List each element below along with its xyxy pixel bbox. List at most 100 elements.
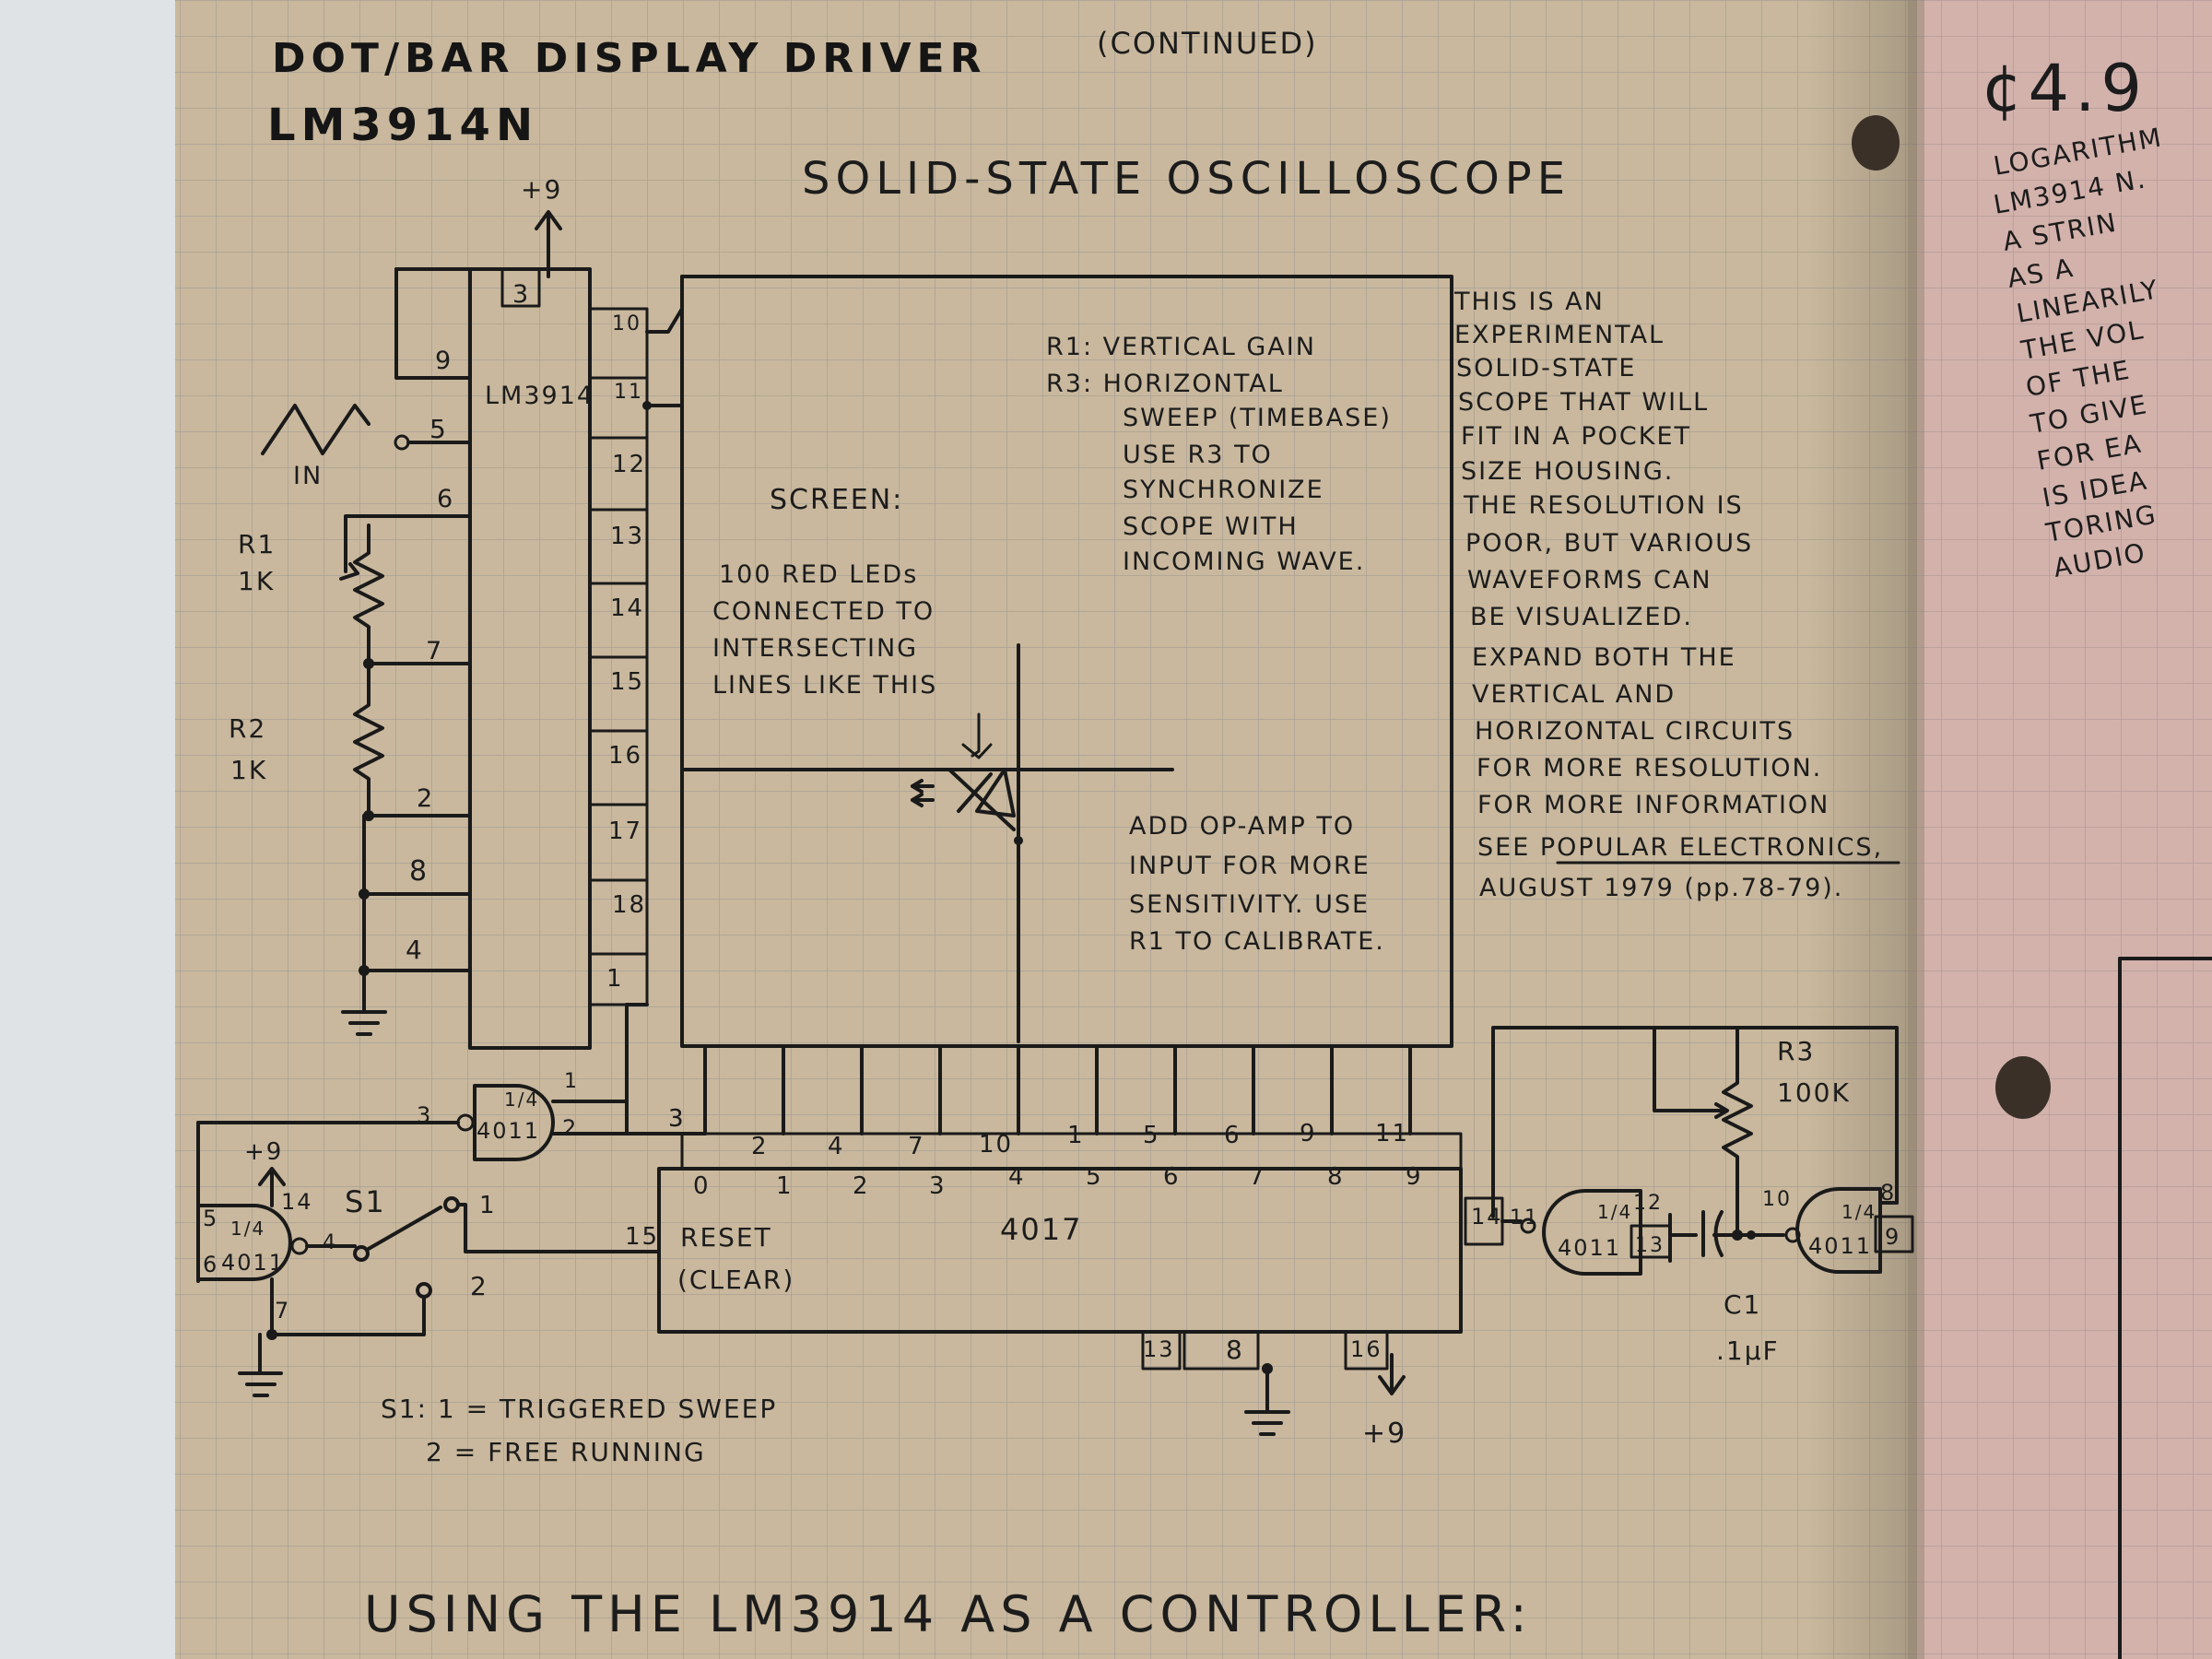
switch-pos2: 2 xyxy=(470,1271,488,1301)
counter-pin-6: 6 xyxy=(1224,1122,1241,1149)
counter-label: 4017 xyxy=(1000,1212,1082,1247)
opamp-note-2: INPUT FOR MORE xyxy=(1129,852,1371,880)
gate-top-chip: 4011 xyxy=(477,1118,540,1144)
lm3914-pin-15: 15 xyxy=(610,668,644,696)
lm3914-pin-16: 16 xyxy=(608,742,642,770)
lm3914-pin-1: 1 xyxy=(606,965,624,993)
r3-name: R3 xyxy=(1777,1036,1815,1066)
desc-line-9: WAVEFORMS CAN xyxy=(1467,566,1712,594)
counter-reset-label: RESET xyxy=(680,1222,772,1253)
screen-box xyxy=(680,275,1453,1048)
desc-line-5: FIT IN A POCKET xyxy=(1461,422,1691,451)
gate-top-pin-1: 1 xyxy=(564,1070,579,1093)
lm3914-pin-8: 8 xyxy=(409,855,429,888)
lm3914-pin-3: 3 xyxy=(512,280,530,309)
gate-top-pin-3b: 3 xyxy=(668,1105,686,1133)
osc-b-pin-8: 8 xyxy=(1880,1180,1896,1206)
osc-gate-b-4011 xyxy=(1795,1187,1882,1274)
gate-trigger-pin-5: 5 xyxy=(203,1206,218,1231)
gate-trigger-pin-4: 4 xyxy=(323,1231,337,1254)
controls-note-1: R1: VERTICAL GAIN xyxy=(1046,333,1316,361)
switch-pos1: 1 xyxy=(479,1192,497,1219)
lm3914-pin-18: 18 xyxy=(612,891,646,919)
controls-note-5: SYNCHRONIZE xyxy=(1123,476,1324,504)
controls-note-7: INCOMING WAVE. xyxy=(1123,547,1365,576)
osc-a-fraction: 1/4 xyxy=(1597,1201,1632,1223)
counter-clear-label: (CLEAR) xyxy=(677,1265,794,1295)
desc-line-2: EXPERIMENTAL xyxy=(1454,321,1665,349)
right-page-line-1: ¢4.9 xyxy=(1982,51,2147,126)
counter-outputs: 0 1 2 3 4 5 6 7 8 9 xyxy=(693,1163,1423,1200)
counter-pin-9: 9 xyxy=(1300,1120,1317,1147)
osc-b-fraction: 1/4 xyxy=(1841,1201,1877,1223)
counter-pin-4: 4 xyxy=(828,1133,845,1160)
switch-legend-1: S1: 1 = TRIGGERED SWEEP xyxy=(381,1394,777,1424)
binder-hole-top xyxy=(1852,115,1900,171)
supply-top-label: +9 xyxy=(521,174,562,205)
r2-value: 1K xyxy=(230,755,267,785)
opamp-note-1: ADD OP-AMP TO xyxy=(1129,812,1355,841)
next-section-heading: USING THE LM3914 AS A CONTROLLER: xyxy=(364,1585,1533,1643)
desc-line-12: VERTICAL AND xyxy=(1472,680,1676,709)
description-block: THIS IS AN EXPERIMENTAL SOLID-STATE SCOP… xyxy=(1453,288,1900,902)
desc-line-13: HORIZONTAL CIRCUITS xyxy=(1475,717,1794,746)
lm3914-pin-5: 5 xyxy=(429,414,448,444)
lm3914-pin-10: 10 xyxy=(612,312,641,335)
desc-line-1: THIS IS AN xyxy=(1453,288,1605,316)
ground-symbol-counter xyxy=(1244,1367,1290,1436)
diagram-title: SOLID-STATE OSCILLOSCOPE xyxy=(802,153,1571,205)
osc-a-pin-13: 13 xyxy=(1635,1234,1665,1257)
gate-trigger-chip: 4011 xyxy=(221,1250,285,1276)
desc-line-10: BE VISUALIZED. xyxy=(1470,603,1693,631)
lm3914-label: LM3914 xyxy=(485,382,594,410)
osc-b-pin-9: 9 xyxy=(1885,1224,1900,1250)
controls-note-6: SCOPE WITH xyxy=(1123,512,1299,541)
desc-line-6: SIZE HOUSING. xyxy=(1461,457,1674,486)
led-note-2: CONNECTED TO xyxy=(712,597,935,626)
lm3914-pin-2: 2 xyxy=(417,784,434,813)
counter-pin-1: 1 xyxy=(1067,1122,1085,1149)
counter-pin-7: 7 xyxy=(908,1133,925,1160)
switch-s1 xyxy=(305,1196,661,1299)
osc-a-chip: 4011 xyxy=(1558,1235,1621,1261)
counter-out-9: 9 xyxy=(1406,1163,1423,1191)
osc-a-pin-11: 11 xyxy=(1510,1206,1539,1230)
opamp-note-4: R1 TO CALIBRATE. xyxy=(1129,927,1385,956)
counter-out-8: 8 xyxy=(1327,1163,1345,1191)
opamp-note-3: SENSITIVITY. USE xyxy=(1129,890,1370,919)
lm3914-pin-6: 6 xyxy=(437,485,454,513)
desc-line-11: EXPAND BOTH THE xyxy=(1472,643,1736,672)
r1-value: 1K xyxy=(238,566,275,596)
counter-pin-5: 5 xyxy=(1143,1122,1160,1149)
c1-name: C1 xyxy=(1724,1289,1761,1320)
lm3914-pin-4: 4 xyxy=(406,935,424,965)
counter-reset-pin: 15 xyxy=(625,1223,659,1251)
trigger-supply-label: +9 xyxy=(244,1138,283,1166)
screen-label: SCREEN: xyxy=(770,484,903,516)
r2-name: R2 xyxy=(229,713,266,744)
counter-pin-11: 11 xyxy=(1375,1120,1409,1147)
lm3914-right-pins: 10 11 12 13 14 15 16 17 18 1 xyxy=(606,312,646,993)
switch-legend-2: 2 = FREE RUNNING xyxy=(426,1437,706,1467)
lm3914-pin-12: 12 xyxy=(612,451,646,478)
counter-out-0: 0 xyxy=(693,1172,711,1200)
led-icon xyxy=(911,768,1016,831)
osc-b-pin-10: 10 xyxy=(1762,1188,1792,1211)
counter-out-1: 1 xyxy=(776,1172,794,1200)
desc-line-4: SCOPE THAT WILL xyxy=(1458,388,1709,417)
gate-top-pin-2: 2 xyxy=(562,1115,578,1141)
r1-name: R1 xyxy=(238,529,276,559)
counter-output-pins: 3 2 4 7 10 1 5 6 9 11 xyxy=(668,1105,1409,1160)
desc-line-15: FOR MORE INFORMATION xyxy=(1477,791,1830,819)
header-part: LM3914N xyxy=(267,100,538,151)
counter-out-3: 3 xyxy=(929,1172,947,1200)
counter-out-5: 5 xyxy=(1086,1163,1103,1191)
counter-pin-2: 2 xyxy=(751,1133,769,1160)
counter-out-6: 6 xyxy=(1163,1163,1181,1191)
desc-line-7: THE RESOLUTION IS xyxy=(1463,491,1744,520)
counter-out-7: 7 xyxy=(1249,1163,1266,1191)
controls-note-3: SWEEP (TIMEBASE) xyxy=(1123,404,1392,432)
controls-note-2: R3: HORIZONTAL xyxy=(1046,370,1284,398)
led-note-3: INTERSECTING xyxy=(712,634,918,663)
counter-out-4: 4 xyxy=(1008,1163,1026,1191)
